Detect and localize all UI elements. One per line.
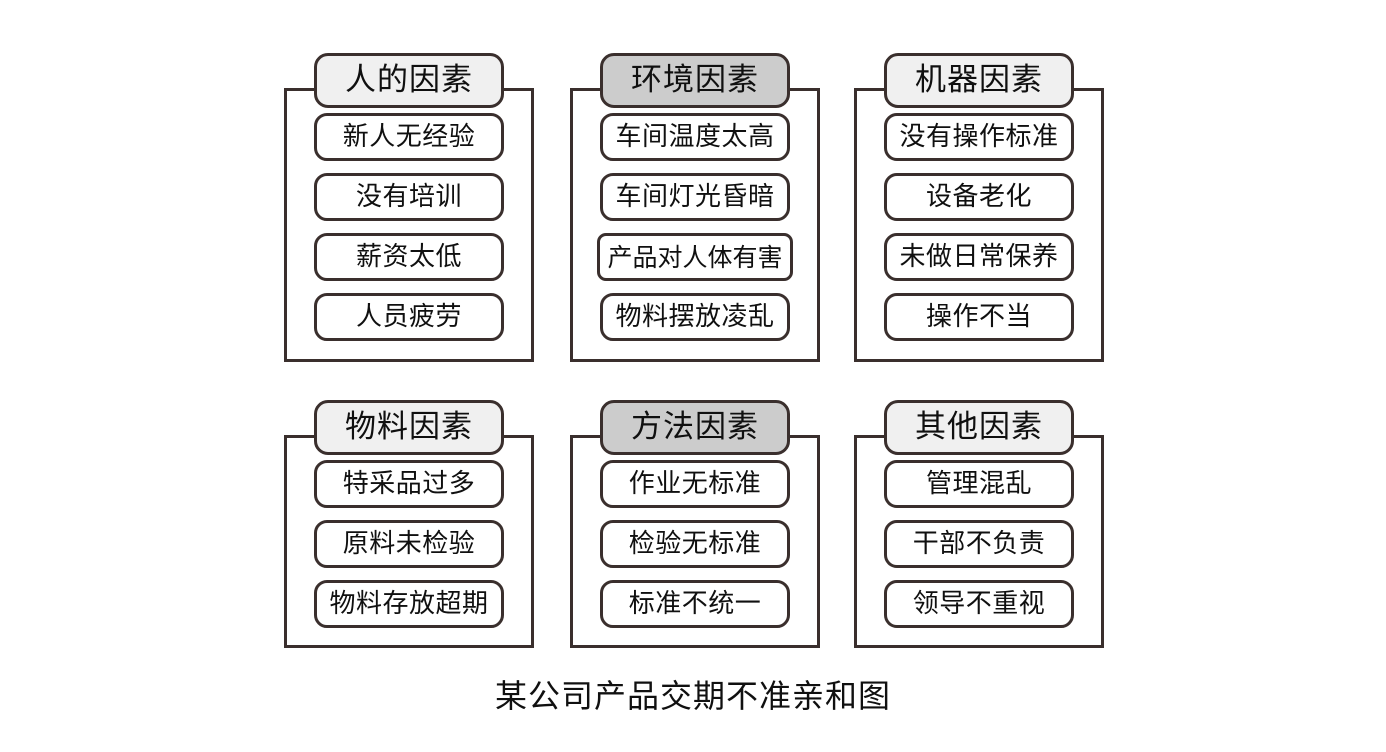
group-frame-left-edge [284, 435, 287, 648]
factor-item[interactable]: 产品对人体有害 [597, 233, 793, 281]
group-frame-top-right-stub [500, 435, 534, 438]
group-frame-right-edge [817, 88, 820, 362]
group-frame-right-edge [817, 435, 820, 648]
factor-item[interactable]: 检验无标准 [600, 520, 790, 568]
factor-item[interactable]: 没有培训 [314, 173, 504, 221]
group-frame-bottom-edge [854, 645, 1104, 648]
group-frame-left-edge [570, 435, 573, 648]
group-header-1[interactable]: 人的因素 [314, 53, 504, 108]
factor-item[interactable]: 车间灯光昏暗 [600, 173, 790, 221]
group-frame-top-left-stub [284, 435, 318, 438]
group-frame-top-left-stub [854, 88, 888, 91]
group-frame-left-edge [854, 88, 857, 362]
group-frame-left-edge [854, 435, 857, 648]
factor-item[interactable]: 领导不重视 [884, 580, 1074, 628]
factor-item[interactable]: 新人无经验 [314, 113, 504, 161]
factor-group: 人的因素新人无经验没有培训薪资太低人员疲劳 [284, 53, 534, 362]
factor-group: 方法因素作业无标准检验无标准标准不统一 [570, 400, 820, 648]
factor-item[interactable]: 管理混乱 [884, 460, 1074, 508]
group-header-2[interactable]: 环境因素 [600, 53, 790, 108]
group-frame-right-edge [1101, 435, 1104, 648]
group-frame-top-right-stub [1070, 435, 1104, 438]
factor-group: 机器因素没有操作标准设备老化未做日常保养操作不当 [854, 53, 1104, 362]
group-frame-top-right-stub [786, 435, 820, 438]
group-header-3[interactable]: 机器因素 [884, 53, 1074, 108]
factor-group: 其他因素管理混乱干部不负责领导不重视 [854, 400, 1104, 648]
group-frame-top-right-stub [1070, 88, 1104, 91]
factor-item[interactable]: 设备老化 [884, 173, 1074, 221]
group-frame-top-right-stub [786, 88, 820, 91]
group-header-4[interactable]: 物料因素 [314, 400, 504, 455]
factor-item[interactable]: 作业无标准 [600, 460, 790, 508]
factor-group: 物料因素特采品过多原料未检验物料存放超期 [284, 400, 534, 648]
group-frame-bottom-edge [284, 645, 534, 648]
group-frame-bottom-edge [284, 359, 534, 362]
factor-item[interactable]: 干部不负责 [884, 520, 1074, 568]
factor-item[interactable]: 物料摆放凌乱 [600, 293, 790, 341]
group-frame-bottom-edge [570, 645, 820, 648]
factor-group: 环境因素车间温度太高车间灯光昏暗产品对人体有害物料摆放凌乱 [570, 53, 820, 362]
group-frame-top-left-stub [854, 435, 888, 438]
factor-item[interactable]: 未做日常保养 [884, 233, 1074, 281]
factor-item[interactable]: 操作不当 [884, 293, 1074, 341]
group-frame-top-right-stub [500, 88, 534, 91]
factor-item[interactable]: 车间温度太高 [600, 113, 790, 161]
factor-item[interactable]: 原料未检验 [314, 520, 504, 568]
group-header-6[interactable]: 其他因素 [884, 400, 1074, 455]
group-frame-top-left-stub [570, 88, 604, 91]
factor-item[interactable]: 没有操作标准 [884, 113, 1074, 161]
factor-item[interactable]: 物料存放超期 [314, 580, 504, 628]
diagram-caption: 某公司产品交期不准亲和图 [494, 677, 891, 715]
group-header-5[interactable]: 方法因素 [600, 400, 790, 455]
group-frame-right-edge [1101, 88, 1104, 362]
group-frame-bottom-edge [854, 359, 1104, 362]
group-frame-left-edge [570, 88, 573, 362]
factor-item[interactable]: 人员疲劳 [314, 293, 504, 341]
group-frame-bottom-edge [570, 359, 820, 362]
factor-item[interactable]: 特采品过多 [314, 460, 504, 508]
group-frame-left-edge [284, 88, 287, 362]
group-frame-right-edge [531, 88, 534, 362]
group-frame-top-left-stub [570, 435, 604, 438]
factor-item[interactable]: 薪资太低 [314, 233, 504, 281]
group-frame-right-edge [531, 435, 534, 648]
group-frame-top-left-stub [284, 88, 318, 91]
factor-item[interactable]: 标准不统一 [600, 580, 790, 628]
